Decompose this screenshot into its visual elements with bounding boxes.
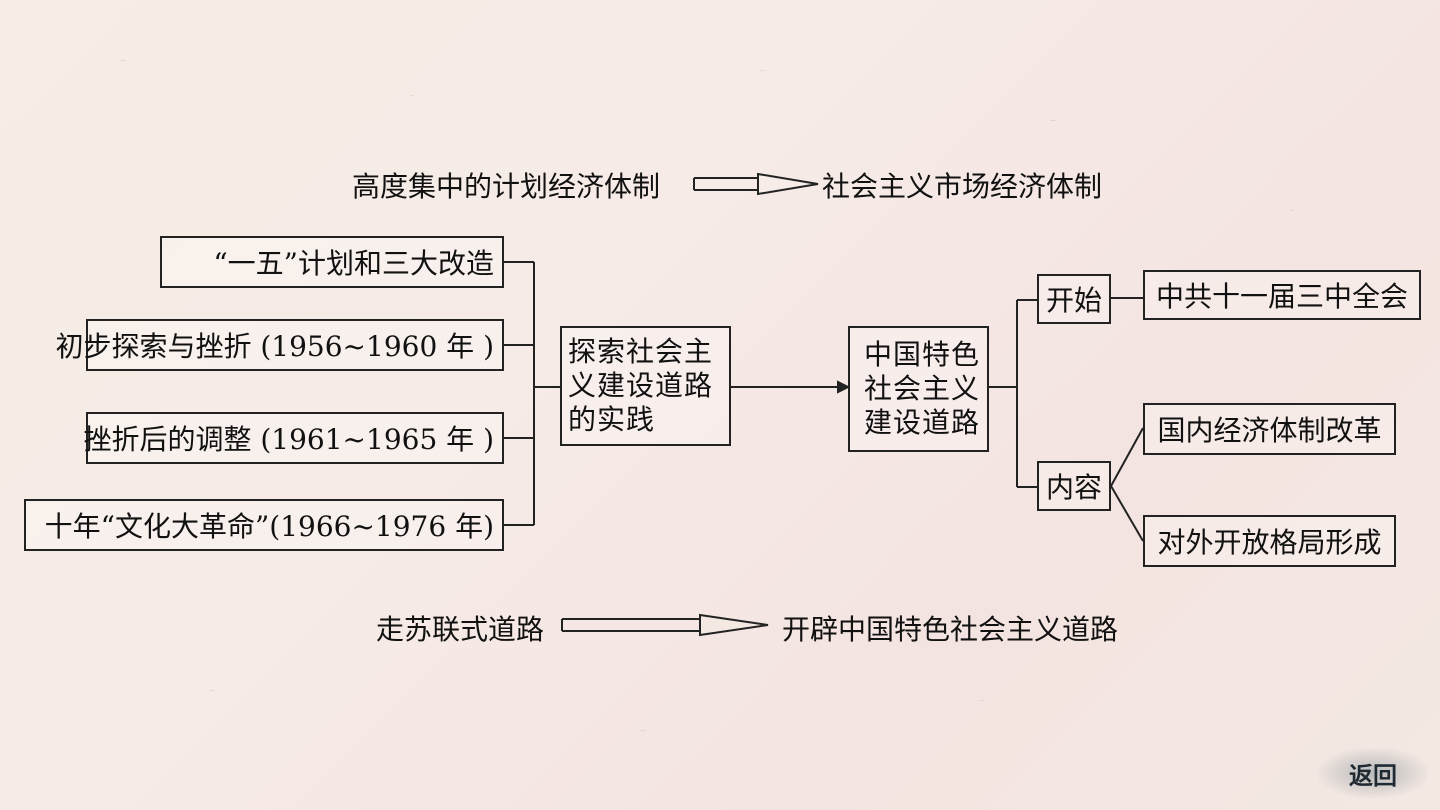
paper-texture	[410, 95, 414, 96]
top-from-text: 高度集中的计划经济体制	[352, 170, 661, 203]
paper-texture	[760, 70, 765, 71]
center-right-box: 中国特色社会主义建设道路	[848, 326, 989, 452]
top-to-text: 社会主义市场经济体制	[822, 170, 1103, 203]
center-left-box: 探索社会主义建设道路的实践	[560, 326, 731, 446]
paper-texture	[1050, 120, 1056, 121]
left-item-1: “一五”计划和三大改造	[160, 236, 504, 288]
paper-texture	[640, 730, 646, 731]
paper-texture	[120, 60, 126, 61]
left-item-4: 十年“文化大革命”(1966~1976 年)	[24, 499, 504, 551]
paper-texture	[210, 690, 215, 691]
left-item-3: 挫折后的调整 (1961~1965 年 )	[83, 412, 504, 464]
paper-texture	[1290, 210, 1294, 211]
start-value-box: 中共十一届三中全会	[1143, 270, 1421, 320]
left-item-2: 初步探索与挫折 (1956~1960 年 )	[55, 319, 504, 371]
top-double-arrow	[693, 172, 819, 196]
paper-texture	[980, 700, 984, 701]
bottom-from-text: 走苏联式道路	[376, 613, 545, 646]
bottom-double-arrow	[561, 613, 769, 637]
content-item-1: 国内经济体制改革	[1143, 403, 1396, 455]
start-label-box: 开始	[1037, 274, 1111, 324]
content-label-box: 内容	[1037, 461, 1111, 511]
back-button[interactable]: 返回	[1318, 748, 1428, 798]
bottom-to-text: 开辟中国特色社会主义道路	[782, 613, 1119, 646]
content-item-2: 对外开放格局形成	[1143, 515, 1396, 567]
